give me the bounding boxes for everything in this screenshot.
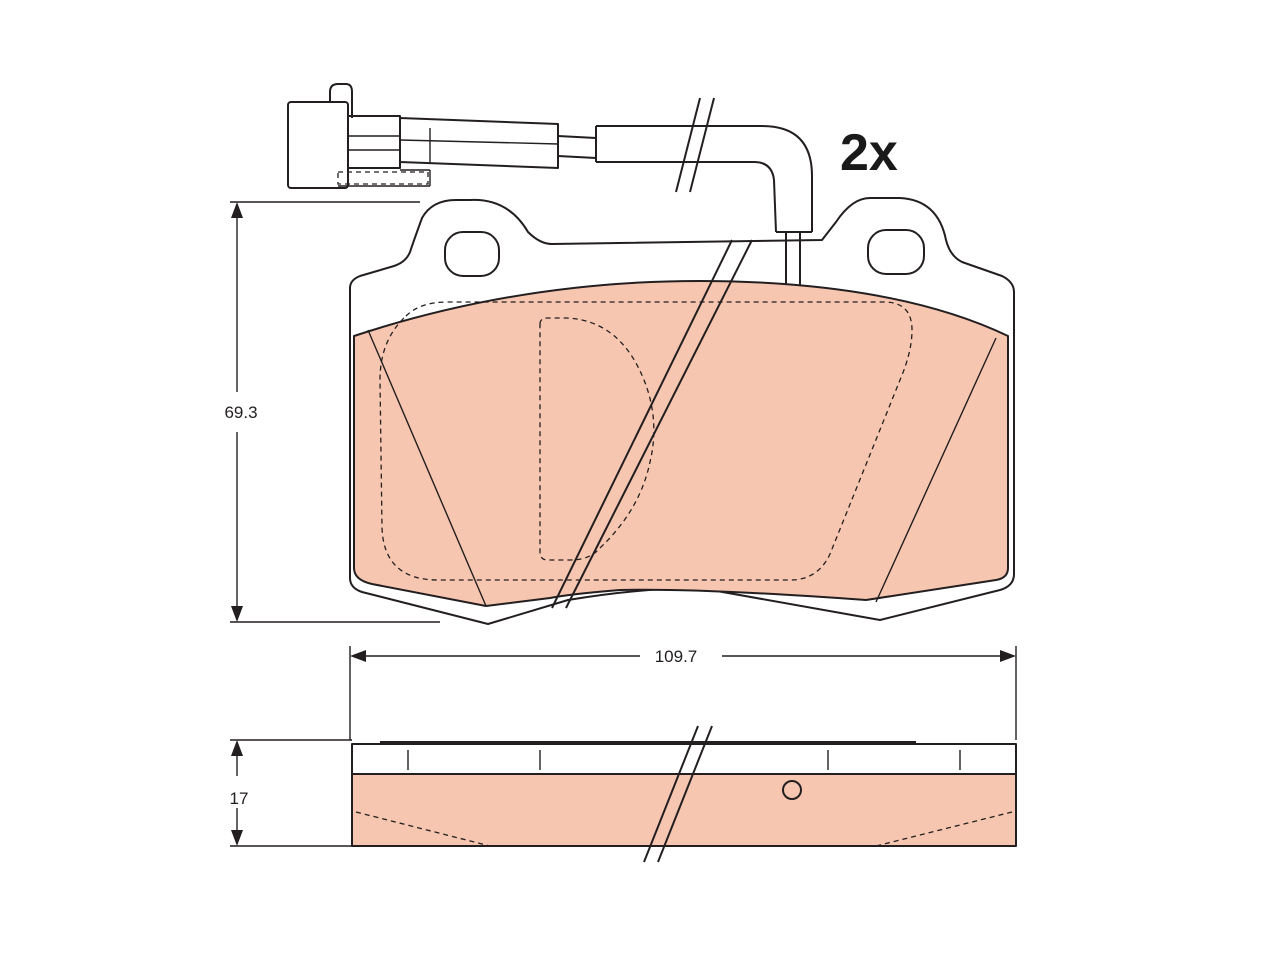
- sensor-hole: [782, 780, 802, 800]
- connector-plug: [347, 115, 401, 169]
- connector-latch: [329, 83, 353, 118]
- height-label: 69.3: [224, 403, 257, 422]
- pad-front-view: [349, 197, 1015, 625]
- side-break-mark: [643, 725, 699, 863]
- mounting-hole-left: [444, 231, 500, 277]
- shim-outline: [539, 317, 655, 561]
- pad-break-mark: [565, 239, 753, 609]
- friction-material: [353, 279, 1009, 607]
- pad-underlayer-outline: [379, 301, 913, 581]
- thickness-dimension: 17: [230, 739, 352, 847]
- height-dimension: 69.3: [224, 201, 440, 623]
- thickness-label: 17: [230, 789, 249, 808]
- side-friction-material: [351, 773, 1017, 847]
- wear-sensor: [287, 83, 813, 381]
- sensor-cable: [596, 125, 813, 232]
- pad-side-view: [351, 725, 1017, 863]
- cable-break-mark: [675, 97, 701, 193]
- sensor-connector: [287, 101, 349, 189]
- connector-clip: [337, 171, 429, 185]
- width-dimension: 109.7: [349, 646, 1017, 740]
- mounting-hole-right: [867, 229, 925, 275]
- quantity-label: 2x: [840, 124, 898, 182]
- cable-sleeve: [399, 117, 559, 169]
- width-label: 109.7: [655, 647, 698, 666]
